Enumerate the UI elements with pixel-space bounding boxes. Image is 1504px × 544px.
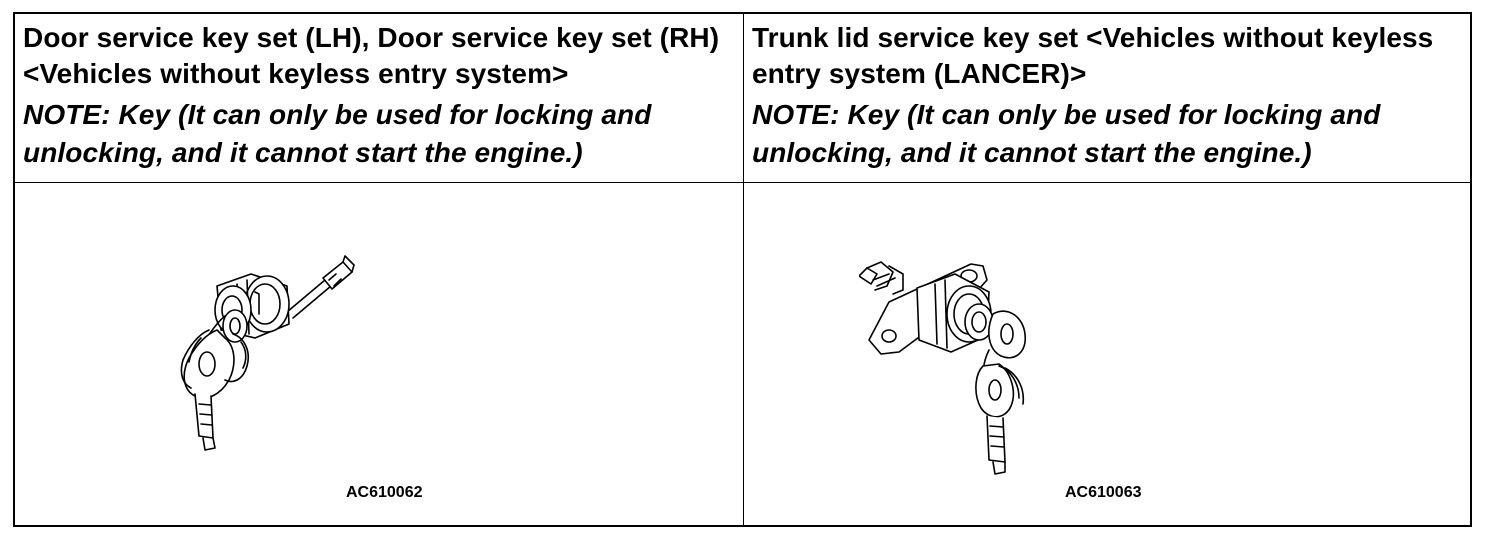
trunk-key-set-header-cell: Trunk lid service key set <Vehicles with… <box>744 16 1472 180</box>
special-tool-table: Door service key set (LH), Door service … <box>13 12 1472 527</box>
door-key-set-figure-code: AC610062 <box>346 484 423 501</box>
door-lock-cylinder-with-keys-illustration <box>180 255 355 451</box>
column-divider <box>743 14 744 525</box>
row-divider <box>15 182 1470 183</box>
door-key-set-note: NOTE: Key (It can only be used for locki… <box>23 99 652 168</box>
door-key-set-header-cell: Door service key set (LH), Door service … <box>15 16 743 180</box>
door-key-set-figure-cell: AC610062 <box>15 184 743 525</box>
trunk-key-set-title: Trunk lid service key set <Vehicles with… <box>752 22 1434 89</box>
trunk-lid-lock-cylinder-with-keys-illustration <box>859 261 1026 475</box>
trunk-key-set-note: NOTE: Key (It can only be used for locki… <box>752 99 1381 168</box>
trunk-key-set-figure-cell: AC610063 <box>744 184 1472 525</box>
door-key-set-title: Door service key set (LH), Door service … <box>23 22 720 89</box>
trunk-key-set-figure-code: AC610063 <box>1065 484 1142 501</box>
